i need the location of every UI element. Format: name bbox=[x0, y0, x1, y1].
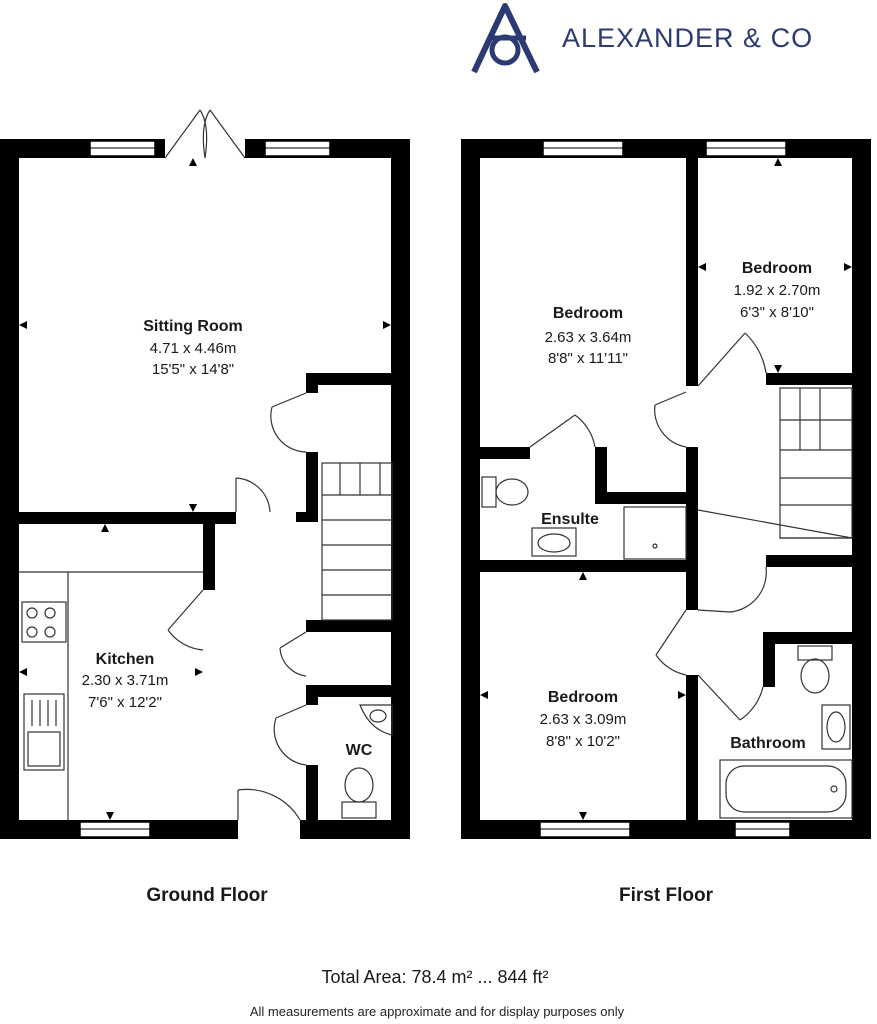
bathroom-name: Bathroom bbox=[730, 735, 806, 752]
ground-floor-label: Ground Floor bbox=[146, 885, 268, 906]
bathroom-toilet-icon bbox=[797, 645, 833, 694]
first-floor-label: First Floor bbox=[619, 885, 714, 906]
bedroom-1-imperial: 8'8" x 11'11" bbox=[548, 350, 628, 367]
disclaimer: All measurements are approximate and for… bbox=[250, 1004, 625, 1019]
hob-icon bbox=[21, 601, 67, 643]
wc-name: WC bbox=[346, 742, 373, 759]
bedroom-1-name: Bedroom bbox=[553, 305, 623, 322]
sink-icon bbox=[23, 693, 65, 771]
sitting-room-metric: 4.71 x 4.46m bbox=[150, 340, 237, 357]
first-floor-plan: Bedroom 2.63 x 3.64m 8'8" x 11'11" Bedro… bbox=[461, 139, 871, 906]
shower-icon bbox=[623, 506, 687, 560]
a-ampersand-logo bbox=[471, 3, 540, 74]
bath-icon bbox=[719, 759, 853, 819]
bedroom-3-name: Bedroom bbox=[548, 689, 618, 706]
kitchen-imperial: 7'6" x 12'2" bbox=[88, 694, 162, 711]
brand-name: ALEXANDER & CO bbox=[562, 23, 813, 53]
bathroom-basin-icon bbox=[821, 704, 851, 750]
ensuite-basin-icon bbox=[531, 527, 577, 557]
sitting-room-imperial: 15'5" x 14'8" bbox=[152, 361, 234, 378]
ground-floor-plan: Sitting Room 4.71 x 4.46m 15'5" x 14'8" … bbox=[0, 109, 410, 906]
total-area: Total Area: 78.4 m² ... 844 ft² bbox=[321, 967, 548, 987]
ensuite-name: Ensulte bbox=[541, 511, 599, 528]
bedroom-2-metric: 1.92 x 2.70m bbox=[734, 282, 821, 299]
kitchen-name: Kitchen bbox=[96, 651, 155, 668]
bedroom-3-metric: 2.63 x 3.09m bbox=[540, 711, 627, 728]
wc-basin-icon bbox=[359, 704, 393, 736]
kitchen-metric: 2.30 x 3.71m bbox=[82, 672, 169, 689]
ensuite-toilet-icon bbox=[481, 476, 529, 508]
bedroom-1-metric: 2.63 x 3.64m bbox=[545, 329, 632, 346]
sitting-room-name: Sitting Room bbox=[143, 318, 243, 335]
toilet-icon bbox=[341, 767, 377, 819]
bedroom-2-imperial: 6'3" x 8'10" bbox=[740, 304, 814, 321]
bedroom-3-imperial: 8'8" x 10'2" bbox=[546, 733, 620, 750]
bedroom-2-name: Bedroom bbox=[742, 260, 812, 277]
